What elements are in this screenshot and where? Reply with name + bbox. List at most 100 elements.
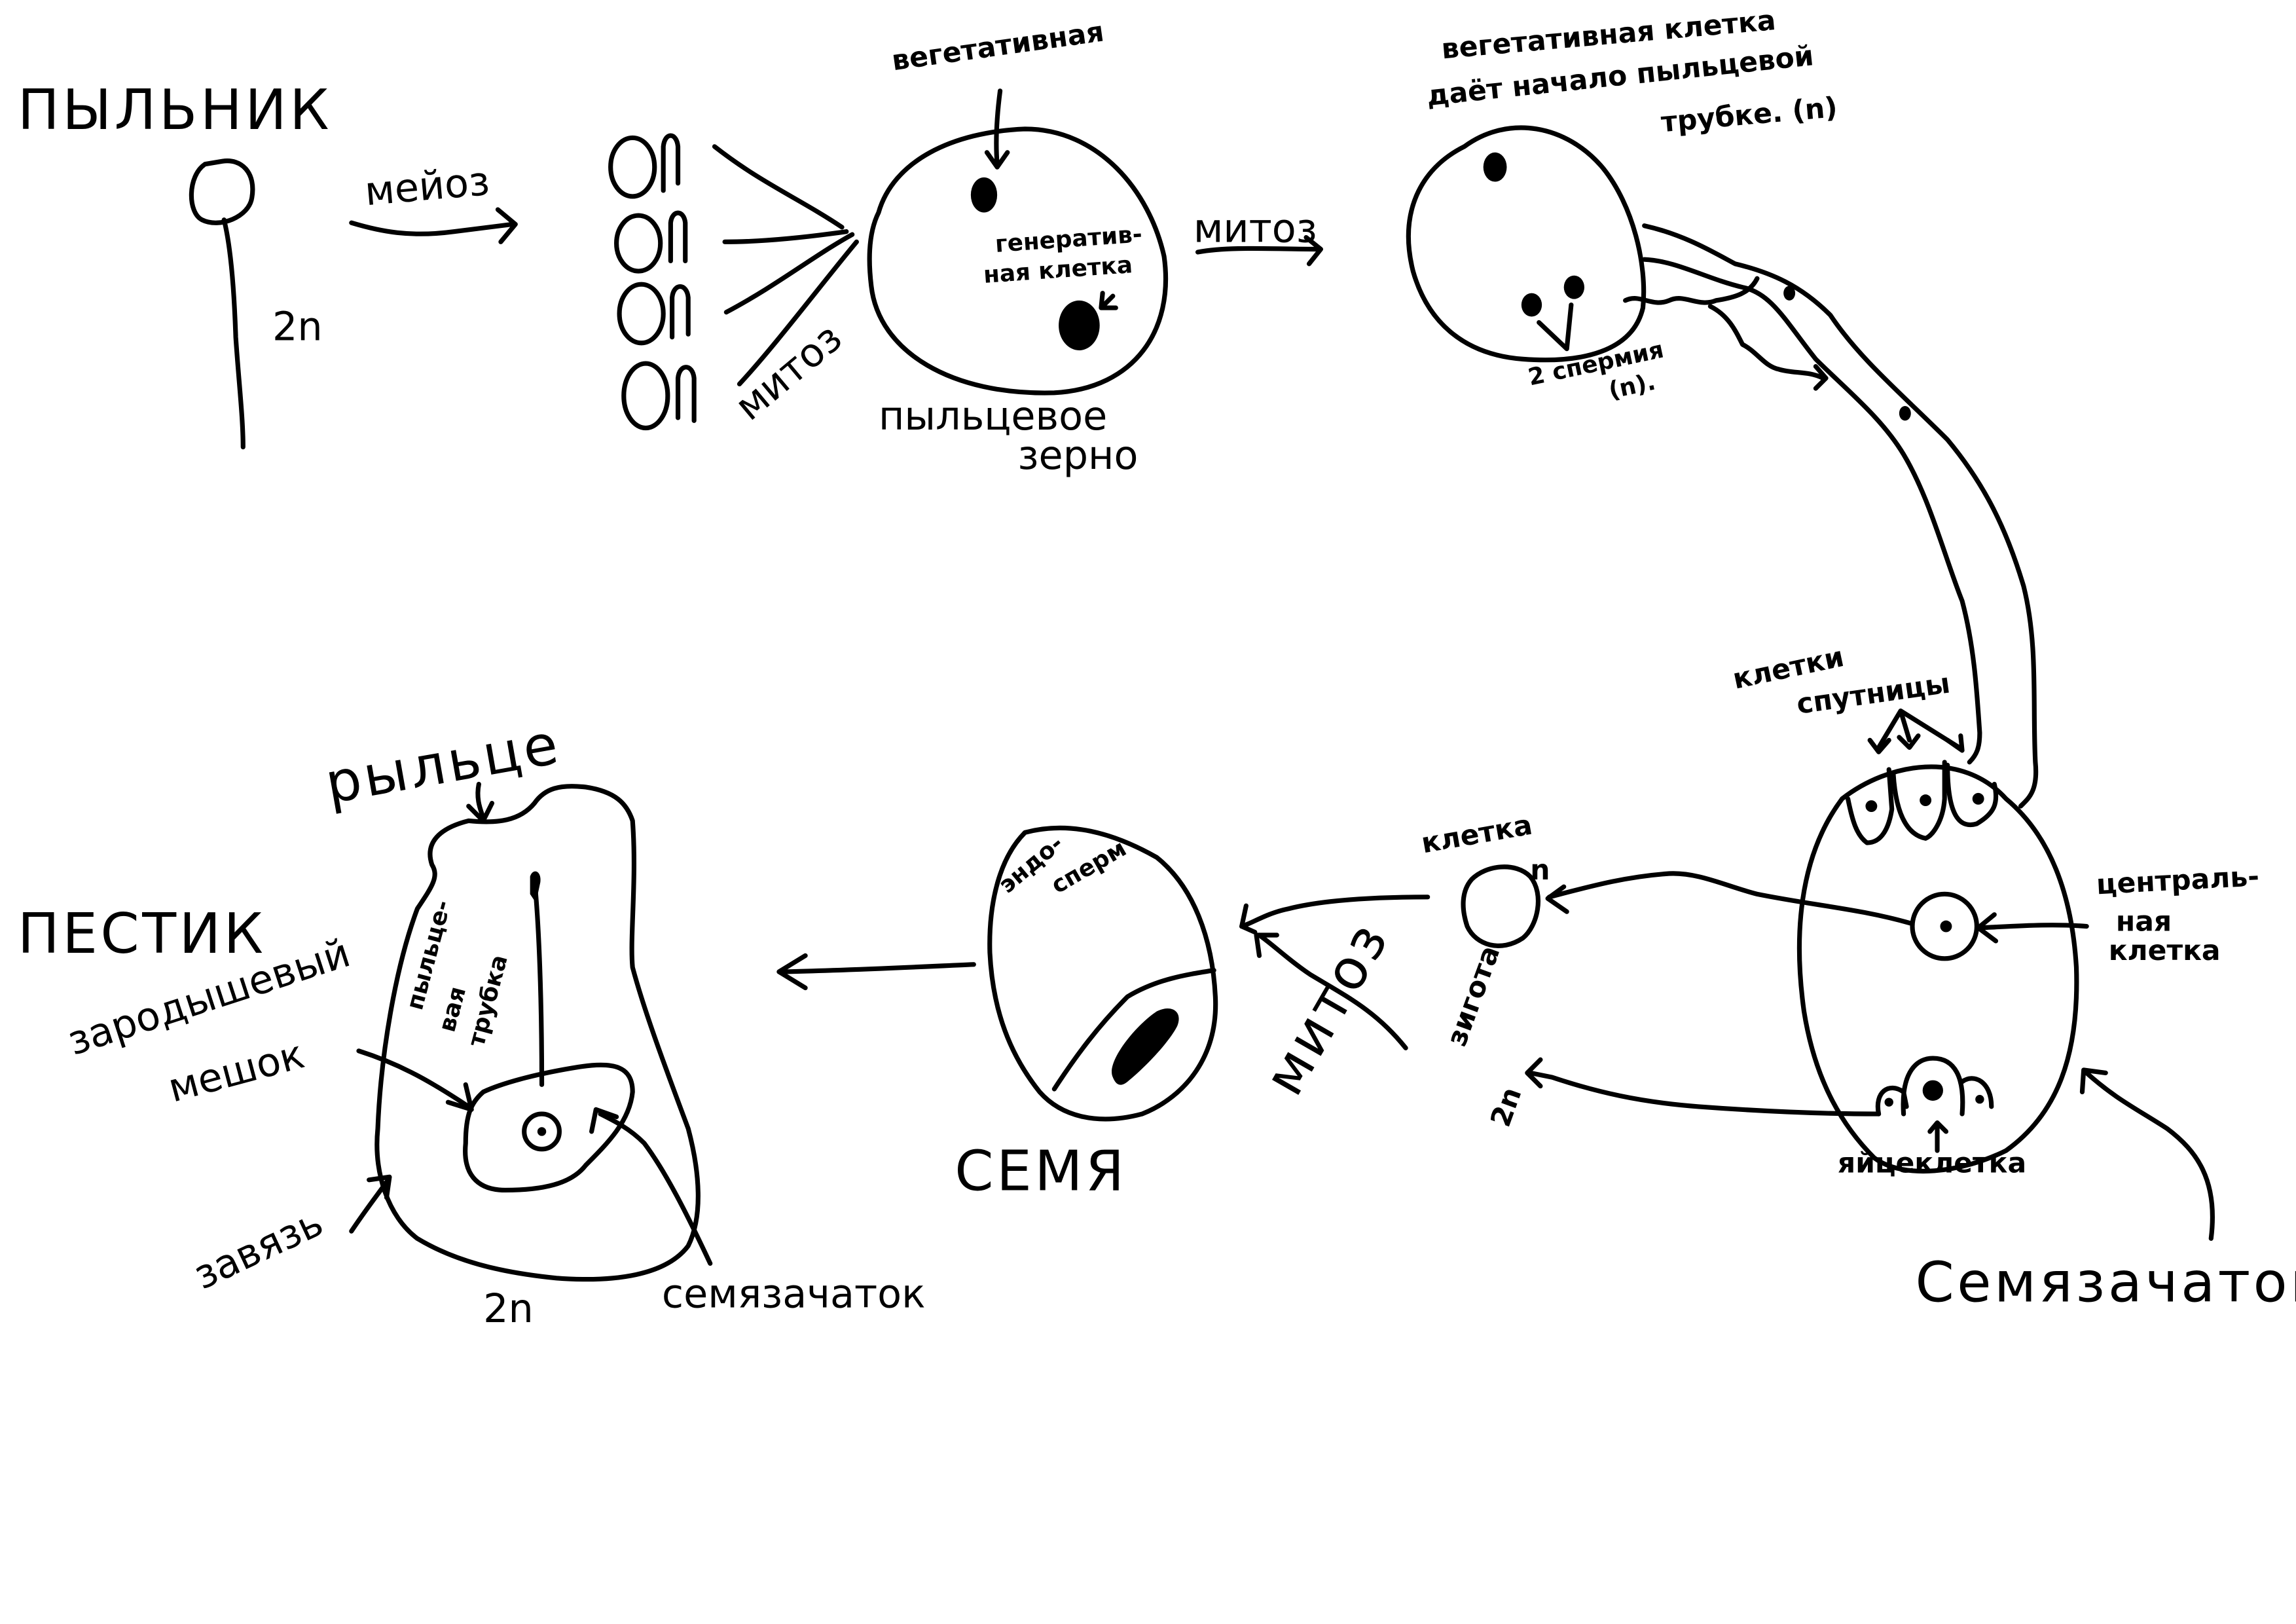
embryo-boundary — [1051, 968, 1216, 1092]
embryo-sac-arrow — [356, 1048, 471, 1109]
central-cell-nucleus — [1940, 920, 1952, 932]
embryo-sac: клетки спутницы централь- ная клетка яйц… — [1730, 641, 2296, 1316]
microspore-n-3 — [670, 284, 691, 340]
generative-nucleus — [1059, 300, 1100, 350]
embryo-sac-label-2: мешок — [164, 1031, 309, 1111]
sperm-pointer — [1537, 302, 1574, 352]
side-nucleus — [1975, 1094, 1984, 1104]
arrow-head — [367, 1174, 392, 1200]
cell-n-label-1: клетка — [1419, 809, 1535, 860]
vegetative-label: вегетативная — [890, 16, 1106, 77]
microspore-n-4 — [675, 365, 697, 423]
connector — [737, 239, 859, 387]
generative-arrow — [1099, 291, 1118, 310]
side-nucleus — [1884, 1098, 1893, 1107]
germinated-grain-outline — [1406, 125, 1647, 363]
stigma-label: рыльце — [321, 712, 566, 817]
mitosis-lines: митоз — [712, 144, 859, 430]
microspore-4 — [621, 361, 670, 431]
microspores: On — [608, 133, 697, 431]
wavy-line — [1623, 276, 1760, 305]
sperm-1 — [1521, 293, 1542, 317]
embryo-sac-outline — [1796, 764, 2079, 1174]
seed-outline — [987, 825, 1218, 1122]
arrow-head — [1239, 903, 1258, 935]
triploid-cell — [1461, 864, 1540, 948]
pollen-tube-label-2: вая — [433, 984, 471, 1035]
arrow-head — [589, 1107, 619, 1134]
zygote-to-seed-arrow — [1256, 932, 1408, 1050]
pollen-grain-label-1: пыльцевое — [879, 394, 1107, 439]
synergid-1 — [1846, 767, 1895, 845]
central-cell-label-1: централь- — [2096, 860, 2260, 901]
pollen-tube-tip — [530, 871, 541, 903]
pollen-tube-label-3: трубка — [463, 952, 513, 1050]
seed-label: СЕМЯ — [955, 1139, 1127, 1204]
arrow-head — [1303, 235, 1323, 267]
arrow-head — [1545, 884, 1569, 914]
arrow-head — [1525, 1057, 1543, 1089]
arrow-head — [1254, 932, 1279, 958]
pistil-outline — [374, 784, 701, 1282]
egg-cell-label: яйцеклетка — [1838, 1148, 2026, 1180]
wavy-arrow — [1707, 304, 1826, 381]
zygote-label-1: зигота — [1441, 942, 1506, 1050]
microspore-2 — [614, 213, 663, 274]
ovary-arrow — [349, 1177, 391, 1234]
synergid-2 — [1891, 760, 1947, 841]
anther-ploidy: 2n — [272, 304, 323, 350]
ovule-label-pistil: семязачаток — [662, 1272, 926, 1318]
ovule-arrow-pistil — [598, 1111, 713, 1266]
mitosis-arrow-2: митоз — [1194, 206, 1323, 267]
anther-head — [189, 158, 255, 225]
seed-to-pistil-arrow — [781, 962, 976, 974]
embryo-sac-in-pistil — [463, 1062, 635, 1193]
microspore-n-2 — [668, 210, 688, 263]
vegetative-nucleus — [970, 177, 998, 213]
arrow-line — [1195, 246, 1321, 255]
mitosis-label-1: митоз — [727, 315, 851, 430]
arrow-head — [776, 953, 808, 991]
seed: эндо- сперм СЕМЯ — [776, 825, 1218, 1204]
mitosis-label-2: митоз — [1194, 206, 1317, 251]
meiosis-arrow: мейоз — [349, 158, 518, 244]
microspore-n-1 — [661, 133, 681, 193]
embryo — [1112, 1008, 1179, 1085]
arrow-head — [2079, 1067, 2108, 1095]
meiosis-label: мейоз — [363, 158, 491, 215]
arrow-heads — [1867, 733, 1965, 754]
tube-nucleus — [1483, 152, 1507, 182]
pistil: ПЕСТИК рыльце пыльце- вая трубка зародыш… — [18, 712, 926, 1332]
anther-group: ПЫЛЬНИК 2n — [18, 78, 329, 450]
egg-cell — [1901, 1056, 1965, 1116]
central-cell-label-3: клетка — [2109, 935, 2221, 967]
tube-dot-1 — [1783, 286, 1796, 301]
cell-to-seed-arrow — [1239, 895, 1430, 929]
vegetative-arrow — [994, 88, 1003, 167]
central-cell-label-2: ная — [2116, 906, 2172, 938]
sperm-2 — [1563, 275, 1585, 299]
ovule-nucleus-ring — [522, 1111, 562, 1152]
ovary-label: завязь — [187, 1200, 330, 1299]
microspore-1 — [608, 135, 657, 199]
anther-filament — [221, 217, 246, 450]
sperm-label-2: (n). — [1607, 369, 1658, 405]
connector — [723, 232, 855, 315]
synergid-nucleus — [1972, 792, 1984, 805]
central-to-cell-arrow — [1546, 871, 1914, 926]
pollen-tube-outer — [1642, 223, 2039, 809]
egg-to-zygote-arrow — [1527, 1070, 1882, 1116]
connector — [722, 229, 849, 244]
connector — [712, 144, 845, 230]
egg-nucleus — [1922, 1080, 1943, 1101]
pollen-tube-inner — [1642, 257, 1982, 765]
microspore-3 — [617, 282, 666, 346]
arrow-head — [1813, 363, 1829, 391]
tube-dot-2 — [1899, 406, 1911, 421]
ovule-arrow — [2084, 1070, 2215, 1241]
pollen-grain: вегетативная генератив- ная клетка пыльц… — [867, 16, 1169, 479]
central-cell-arrow — [1977, 923, 2089, 931]
arrow-head — [495, 207, 518, 244]
synergid-nucleus — [1920, 794, 1932, 807]
